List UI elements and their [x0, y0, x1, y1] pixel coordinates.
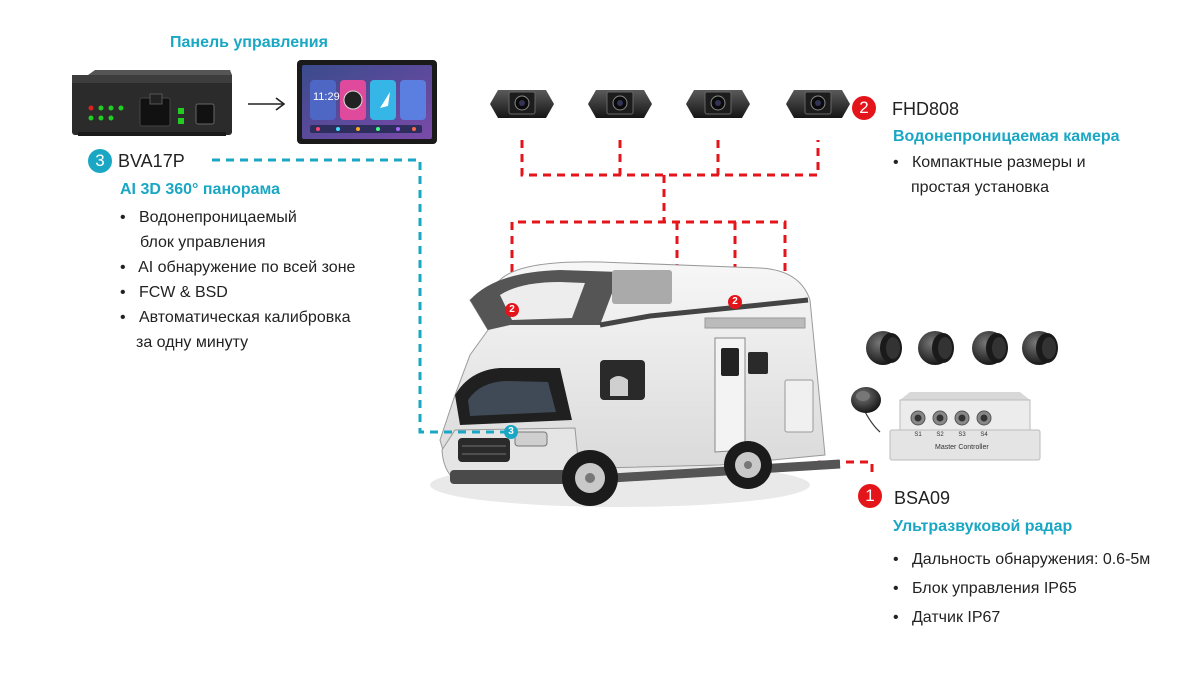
fhd-subtitle: Водонепроницаемая камера	[893, 128, 1120, 145]
master-controller-label: Master Controller	[935, 444, 989, 451]
list-item: • Датчик IP67	[893, 603, 1150, 632]
bsa-number-badge: 1	[858, 484, 882, 508]
bsa-bullet-2: Блок управления IP65	[911, 580, 1077, 597]
tablet-clock: 11:29	[313, 91, 340, 103]
fhd-bullet-1: Компактные размеры и	[911, 154, 1086, 171]
controller-port-label: S1	[914, 432, 922, 438]
bva-bullet-4-cont: за одну минуту	[136, 334, 249, 351]
panorama-wiring	[212, 158, 512, 434]
bsa-bullet-1: Дальность обнаружения: 0.6-5м	[911, 551, 1151, 568]
list-item: за одну минуту	[120, 330, 355, 355]
bullet-marker: •	[120, 309, 126, 326]
list-item: • Автоматическая калибровка	[120, 305, 355, 330]
bva-bullet-2: AI обнаружение по всей зоне	[138, 259, 356, 276]
rv-panorama-marker: 3	[504, 425, 518, 439]
bullet-marker: •	[120, 209, 126, 226]
ultrasonic-sensor-image	[1022, 331, 1058, 365]
controller-port-label: S2	[936, 432, 944, 438]
arrow-right-icon	[248, 97, 286, 111]
controller-port-socket	[936, 414, 944, 422]
list-item: блок управления	[120, 230, 355, 255]
rv-camera-marker-side: 2	[728, 295, 742, 309]
fhd-camera-group	[490, 90, 850, 118]
fhd-camera-image	[686, 90, 750, 118]
fhd-camera-image	[490, 90, 554, 118]
fhd-bullet-1-cont: простая установка	[911, 179, 1049, 196]
ultrasonic-sensor-group	[866, 331, 1058, 365]
controller-port-label: S4	[980, 432, 988, 438]
dvr-control-box-image	[72, 70, 232, 136]
buzzer-indicator-image	[851, 387, 881, 433]
ultrasonic-sensor-image	[866, 331, 902, 365]
rv-camera-marker-front: 2	[505, 303, 519, 317]
list-item: • AI обнаружение по всей зоне	[120, 255, 355, 280]
tablet-display-image	[297, 60, 437, 144]
fhd-camera-image	[588, 90, 652, 118]
bullet-marker: •	[120, 259, 126, 276]
control-panel-title: Панель управления	[170, 34, 328, 51]
motorhome-image	[430, 261, 841, 507]
list-item: • Водонепроницаемый	[120, 205, 355, 230]
ultrasonic-sensor-image	[972, 331, 1008, 365]
bsa-subtitle: Ультразвуковой радар	[893, 518, 1073, 535]
list-item: простая установка	[893, 175, 1086, 200]
master-controller-image: S1 S2 S3 S4	[889, 392, 1041, 461]
bva-model: BVA17P	[118, 151, 185, 171]
controller-port-socket	[958, 414, 966, 422]
bva-bullet-4: Автоматическая калибровка	[138, 309, 351, 326]
bsa-bullet-list: • Дальность обнаружения: 0.6-5м • Блок у…	[893, 545, 1150, 632]
list-item: • Компактные размеры и	[893, 150, 1086, 175]
controller-port-socket	[980, 414, 988, 422]
bullet-marker: •	[893, 551, 899, 568]
bva-number-badge: 3	[88, 149, 112, 173]
bva-subtitle: AI 3D 360° панорама	[120, 181, 281, 198]
fhd-bullet-list: • Компактные размеры и простая установка	[893, 150, 1086, 200]
fhd-number-badge: 2	[852, 96, 876, 120]
bva-bullet-3: FCW & BSD	[138, 284, 228, 301]
fhd-camera-image	[786, 90, 850, 118]
list-item: • Блок управления IP65	[893, 574, 1150, 603]
list-item: • FCW & BSD	[120, 280, 355, 305]
bullet-marker: •	[893, 580, 899, 597]
bva-bullet-list: • Водонепроницаемый блок управления • AI…	[120, 205, 355, 355]
controller-port-socket	[914, 414, 922, 422]
bullet-marker: •	[893, 609, 899, 626]
list-item: • Дальность обнаружения: 0.6-5м	[893, 545, 1150, 574]
bullet-marker: •	[893, 154, 899, 171]
controller-port-label: S3	[958, 432, 966, 438]
bullet-marker: •	[120, 284, 126, 301]
bsa-model: BSA09	[894, 488, 951, 508]
ultrasonic-sensor-image	[918, 331, 954, 365]
bva-bullet-1: Водонепроницаемый	[138, 209, 297, 226]
bva-bullet-1-cont: блок управления	[140, 234, 266, 251]
bsa-bullet-3: Датчик IP67	[911, 609, 1001, 626]
fhd-model: FHD808	[892, 99, 960, 119]
